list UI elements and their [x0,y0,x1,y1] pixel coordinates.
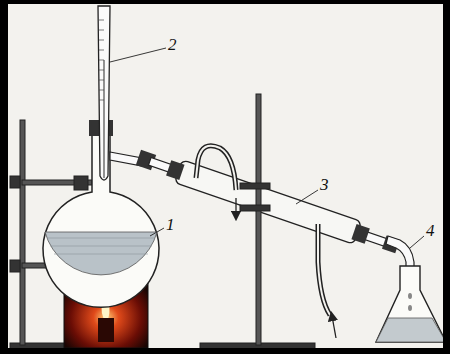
callout-number: 3 [320,176,329,194]
paper [8,4,443,348]
condenser [146,150,402,258]
callout-number: 2 [168,36,177,54]
callout-number: 1 [166,216,175,234]
callout-number: 4 [426,222,435,240]
water-hose [196,146,330,315]
erlenmeyer-flask [376,266,446,342]
flow-arrow [332,316,336,338]
flow-arrow [235,198,236,216]
leader-line [110,48,424,248]
lab-stand [200,94,315,349]
thermometer [98,6,110,180]
